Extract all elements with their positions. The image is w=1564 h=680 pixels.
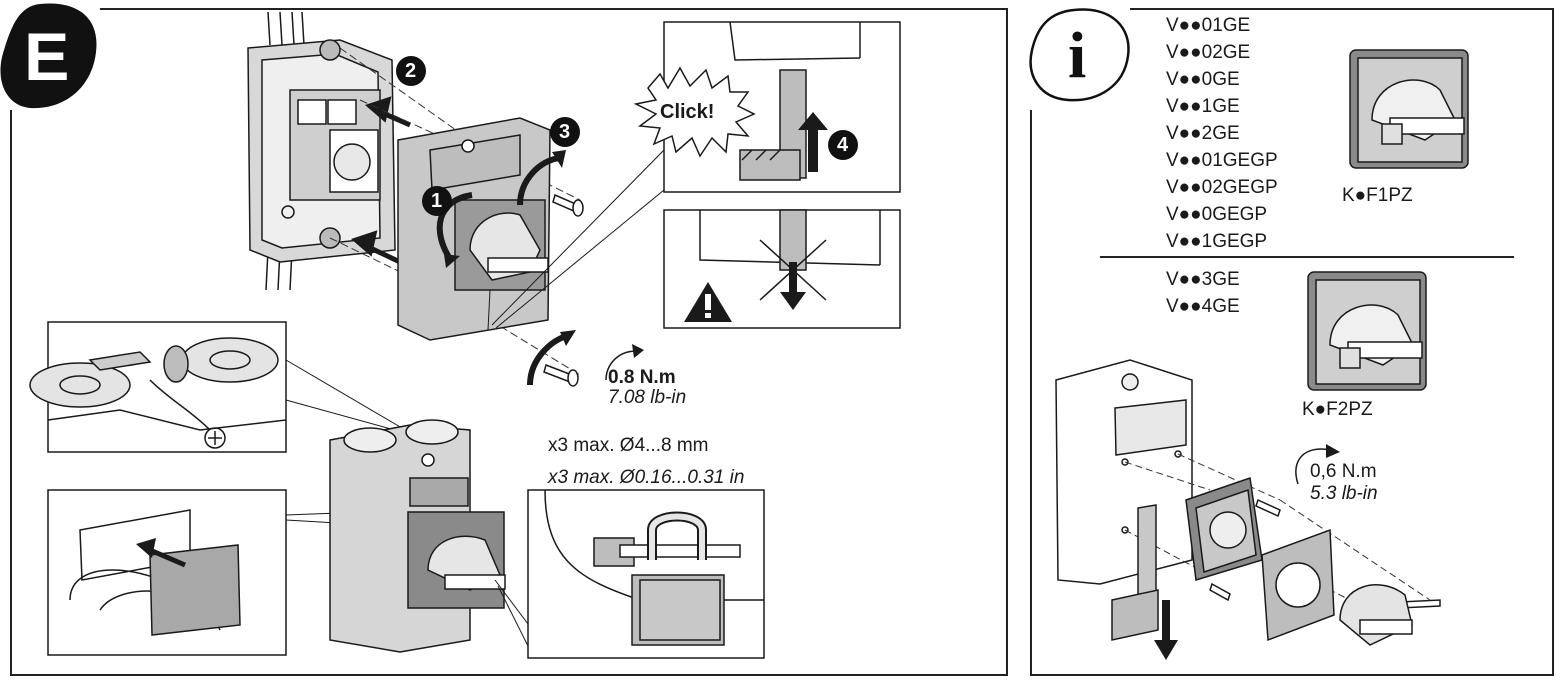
step-2-badge [396, 56, 426, 86]
section-letter: E [24, 19, 70, 95]
screws-right [1209, 498, 1441, 609]
model-item: V●●02GEGP [1166, 177, 1278, 198]
model-item: V●●01GE [1166, 15, 1251, 36]
rotation-arrows [436, 155, 561, 264]
handle-kit-2 [1307, 271, 1427, 391]
warning-down-arrow [780, 262, 806, 310]
click-starburst [633, 66, 756, 158]
front-plate [1261, 528, 1335, 642]
padlock-imperial-spec: x3 max. Ø0.16...0.31 in [548, 467, 745, 488]
handle-cap [1339, 584, 1413, 646]
right-panel-top-line [1130, 8, 1554, 10]
model-item: V●●0GEGP [1166, 204, 1268, 225]
info-icon: i [1068, 19, 1087, 92]
right-panel-right-line [1552, 8, 1554, 676]
torque-lbin-label-right: 5.3 lb-in [1310, 483, 1378, 504]
step-2-number: 2 [405, 60, 417, 82]
switch-cover [397, 117, 551, 341]
group1-kit-label: K●F1PZ [1342, 185, 1413, 206]
mechanism-plate [1185, 476, 1263, 581]
enclosure-base [247, 11, 396, 291]
handle-kit-1 [1349, 49, 1469, 169]
group-divider [1100, 256, 1514, 258]
label-remove-arrow [136, 538, 186, 568]
callout-line [497, 585, 531, 651]
callout-line [495, 189, 665, 329]
step-1-badge [422, 186, 452, 216]
callout-line [285, 399, 403, 433]
model-item: V●●1GE [1166, 96, 1240, 117]
screw-top [552, 193, 584, 217]
model-item: V●●4GE [1166, 296, 1240, 317]
right-panel-bottom-line [1030, 674, 1554, 676]
model-item: V●●2GE [1166, 123, 1240, 144]
step-2-arrows [351, 96, 412, 265]
padlock-metric-spec: x3 max. Ø4...8 mm [548, 435, 709, 456]
right-panel-left-line [1030, 110, 1032, 676]
step-3-number: 3 [559, 121, 571, 143]
model-item: V●●0GE [1166, 69, 1240, 90]
seal-detail-art [29, 337, 287, 449]
callout-line [285, 359, 403, 429]
exploded-enclosure [1055, 359, 1193, 585]
shaft-part [1111, 504, 1159, 641]
click-label: Click! [660, 101, 715, 123]
assembled-switch [329, 419, 506, 653]
installation-illustration [29, 11, 901, 659]
left-panel-frame [10, 8, 1008, 676]
torque-arc-right [1295, 448, 1331, 485]
step-4-arrow [798, 112, 828, 172]
info-badge-shape [1029, 8, 1130, 102]
model-item: V●●3GE [1166, 269, 1240, 290]
step-4-badge [828, 130, 858, 160]
section-e-badge-shape [0, 3, 97, 109]
warning-icon [684, 282, 732, 322]
remove-arrow-down [1154, 600, 1178, 660]
model-item: V●●01GEGP [1166, 150, 1278, 171]
callout-line [491, 149, 665, 326]
model-item: V●●02GE [1166, 42, 1251, 63]
left-panel-left-line [10, 110, 12, 676]
step-1-number: 1 [431, 190, 443, 212]
step-3-badge [550, 117, 580, 147]
model-item: V●●1GEGP [1166, 231, 1268, 252]
torque-nm-label-right: 0,6 N.m [1310, 461, 1377, 482]
info-badge: i [1028, 4, 1132, 104]
left-panel-top-line [100, 8, 1008, 10]
handle-kit-illustration [1055, 49, 1469, 660]
torque-nm-label: 0.8 N.m [608, 367, 676, 388]
padlock-detail-art [544, 489, 764, 646]
section-e-badge: E [0, 0, 100, 112]
label-detail-art [69, 509, 241, 636]
warning-detail-art [699, 209, 881, 301]
step-4-number: 4 [837, 134, 849, 156]
group2-kit-label: K●F2PZ [1302, 399, 1373, 420]
screw-bottom [543, 364, 579, 387]
torque-lbin-label: 7.08 lb-in [608, 387, 687, 408]
